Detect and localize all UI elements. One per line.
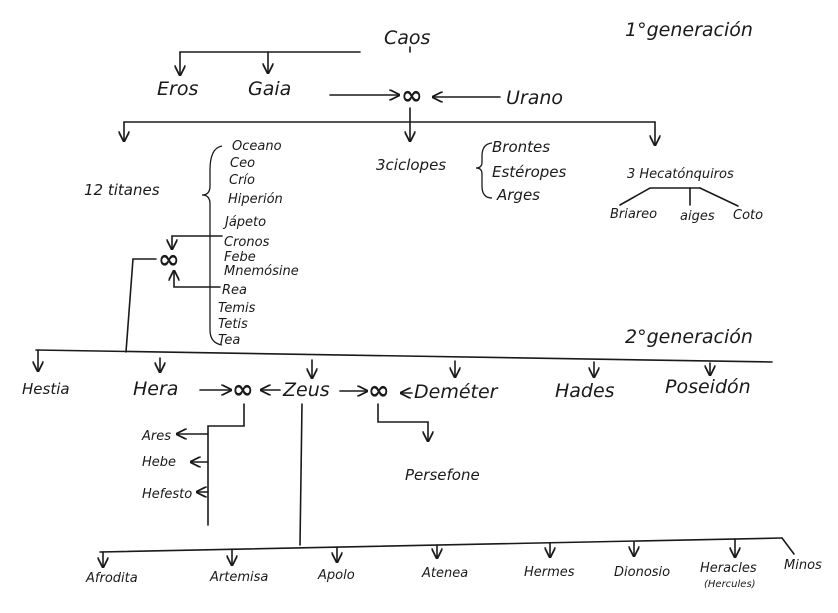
- gen2-line: [35, 349, 773, 363]
- child-dionosio: Dionosio: [614, 565, 670, 580]
- titan-rea: Rea: [222, 283, 247, 298]
- child-afrodita: Afrodita: [85, 571, 138, 586]
- heracles-note: (Hercules): [704, 579, 756, 590]
- child-hermes: Hermes: [524, 565, 575, 580]
- urano-label: Urano: [506, 87, 563, 109]
- second-generation-heading: 2°generación: [625, 326, 753, 348]
- cyclopes-bracket: [475, 142, 493, 199]
- cyclope-arges: Arges: [496, 186, 540, 204]
- titan-febe: Febe: [224, 250, 256, 265]
- first-generation-heading: 1°generación: [625, 19, 753, 41]
- hecatonchire-aiges: aiges: [680, 209, 715, 224]
- cyclope-brontes: Brontes: [492, 138, 550, 156]
- child-persefone: Persefone: [405, 466, 480, 484]
- titan-tea: Tea: [218, 333, 240, 348]
- child-hefesto: Hefesto: [142, 487, 192, 502]
- titans-bracket: [201, 145, 223, 346]
- hera-children-line: [207, 403, 245, 526]
- demeter-label: Deméter: [414, 381, 499, 403]
- hecatoncheires-branch: [619, 187, 701, 206]
- titan-cronos: Cronos: [224, 235, 270, 250]
- union-to-gen2-line: [125, 258, 157, 353]
- zeus-children-line: [99, 537, 783, 553]
- hecatonchire-coto: Coto: [733, 208, 763, 223]
- gaia-urano-union-symbol: ∞: [401, 81, 423, 111]
- hecatoncheires-branch-right: [699, 187, 739, 207]
- cyclope-esteropes: Estéropes: [492, 163, 566, 181]
- arrow-to-persefone: [377, 403, 428, 440]
- gaia-label: Gaia: [248, 78, 291, 100]
- child-apolo: Apolo: [317, 568, 355, 583]
- child-ares: Ares: [141, 429, 171, 444]
- poseidon-label: Poseidón: [665, 376, 751, 398]
- child-atenea: Atenea: [421, 566, 468, 581]
- cronos-rea-union-symbol: ∞: [158, 245, 180, 275]
- child-heracles: Heracles: [700, 561, 757, 576]
- titan-ceo: Ceo: [230, 156, 255, 171]
- eros-label: Eros: [157, 78, 198, 100]
- titan-mnemosine: Mnemósine: [224, 264, 299, 279]
- chaos-label: Caos: [384, 27, 431, 49]
- titan-tetis: Tetis: [218, 317, 248, 332]
- titans-label: 12 titanes: [84, 181, 160, 199]
- child-artemisa: Artemisa: [209, 570, 268, 585]
- cyclopes-label: 3ciclopes: [376, 156, 446, 174]
- titan-japeto: Jápeto: [222, 215, 266, 230]
- hecatonchire-briareo: Briareo: [610, 207, 657, 222]
- zeus-demeter-union-symbol: ∞: [368, 376, 390, 406]
- hestia-label: Hestia: [22, 380, 70, 398]
- line-to-minos: [781, 537, 795, 555]
- hecatoncheires-label: 3 Hecatónquiros: [627, 167, 734, 182]
- titan-temis: Temis: [218, 301, 256, 316]
- hera-label: Hera: [133, 378, 178, 400]
- hades-label: Hades: [555, 380, 615, 402]
- titan-crio: Crío: [229, 173, 255, 188]
- child-minos: Minos: [784, 558, 822, 573]
- arrow-rea-to-union: [174, 272, 221, 288]
- arrow-cronos-to-union: [172, 235, 223, 248]
- zeus-children-stem: [299, 403, 303, 546]
- child-hebe: Hebe: [142, 455, 176, 470]
- hera-zeus-union-symbol: ∞: [232, 375, 254, 405]
- zeus-label: Zeus: [282, 379, 330, 401]
- titan-oceano: Oceano: [232, 139, 282, 154]
- titan-hiperion: Hiperión: [228, 192, 283, 207]
